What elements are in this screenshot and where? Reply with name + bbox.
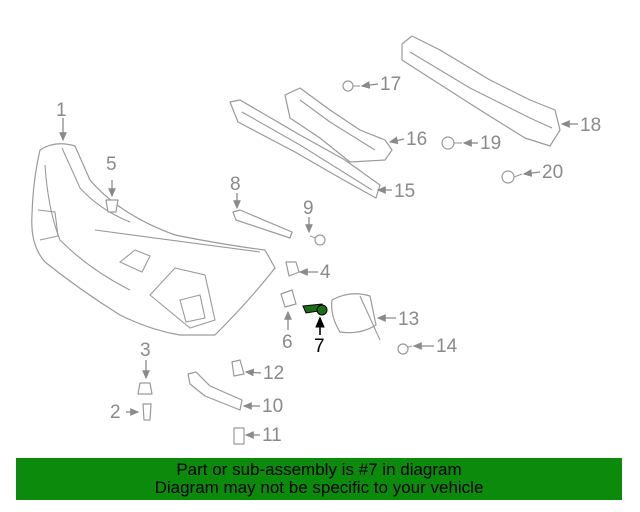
banner-line-2: Diagram may not be specific to your vehi… <box>154 478 484 497</box>
clip-3 <box>137 382 153 395</box>
screw-14 <box>397 343 413 355</box>
callout-7: 7 <box>314 336 325 357</box>
nut-4 <box>285 261 300 277</box>
svg-text:14: 14 <box>436 336 458 357</box>
svg-text:8: 8 <box>230 174 241 195</box>
screw-9 <box>309 234 326 246</box>
callout-11: 11 <box>262 425 282 446</box>
callout-5: 5 <box>106 154 117 175</box>
highlighted-part-7-bolt <box>302 303 328 316</box>
callout-20: 20 <box>542 162 563 183</box>
clip-11 <box>233 427 245 445</box>
svg-text:19: 19 <box>480 133 501 154</box>
svg-text:13: 13 <box>398 309 419 330</box>
reinforcement-beam <box>401 35 561 147</box>
svg-text:16: 16 <box>406 129 427 150</box>
svg-text:6: 6 <box>282 332 293 353</box>
svg-text:5: 5 <box>106 154 117 175</box>
svg-text:20: 20 <box>542 162 563 183</box>
callout-17: 17 <box>380 74 401 95</box>
callout-18: 18 <box>580 115 601 136</box>
callout-15: 15 <box>394 181 415 202</box>
leader-lines <box>59 81 578 439</box>
callout-12: 12 <box>263 363 284 384</box>
info-banner: Part or sub-assembly is #7 in diagram Di… <box>16 458 622 500</box>
banner-line-1: Part or sub-assembly is #7 in diagram <box>176 460 462 479</box>
callout-16: 16 <box>406 129 427 150</box>
bumper-bracket <box>284 87 393 163</box>
callout-13: 13 <box>398 309 419 330</box>
svg-text:4: 4 <box>320 262 331 283</box>
svg-text:7: 7 <box>314 336 325 357</box>
bolt-17 <box>342 80 360 92</box>
svg-text:9: 9 <box>303 198 314 219</box>
svg-text:10: 10 <box>262 396 283 417</box>
svg-text:3: 3 <box>140 340 151 361</box>
bumper-cover <box>31 143 276 336</box>
callout-1: 1 <box>56 100 67 121</box>
callout-10: 10 <box>262 396 283 417</box>
retainer-8 <box>232 209 293 239</box>
fog-lamp <box>331 293 381 341</box>
parts-diagram: 1 2 3 4 5 6 7 8 9 10 11 12 13 14 15 16 1… <box>31 35 601 446</box>
callout-3: 3 <box>140 340 151 361</box>
callout-8: 8 <box>230 174 241 195</box>
callout-4: 4 <box>320 262 331 283</box>
clip-6 <box>280 289 297 308</box>
callout-6: 6 <box>282 332 293 353</box>
bolt-19 <box>441 136 462 150</box>
callout-19: 19 <box>480 133 501 154</box>
callout-14: 14 <box>436 336 458 357</box>
clip-5 <box>105 199 119 213</box>
svg-text:12: 12 <box>263 363 284 384</box>
svg-text:15: 15 <box>394 181 415 202</box>
svg-text:17: 17 <box>380 74 401 95</box>
svg-text:1: 1 <box>56 100 67 121</box>
bolt-2 <box>142 403 152 421</box>
svg-text:11: 11 <box>262 425 282 446</box>
bracket-10 <box>187 371 243 411</box>
svg-text:18: 18 <box>580 115 601 136</box>
nut-12 <box>231 359 245 377</box>
callout-9: 9 <box>303 198 314 219</box>
bolt-20 <box>501 170 523 184</box>
callout-2: 2 <box>110 402 121 423</box>
svg-text:2: 2 <box>110 402 121 423</box>
